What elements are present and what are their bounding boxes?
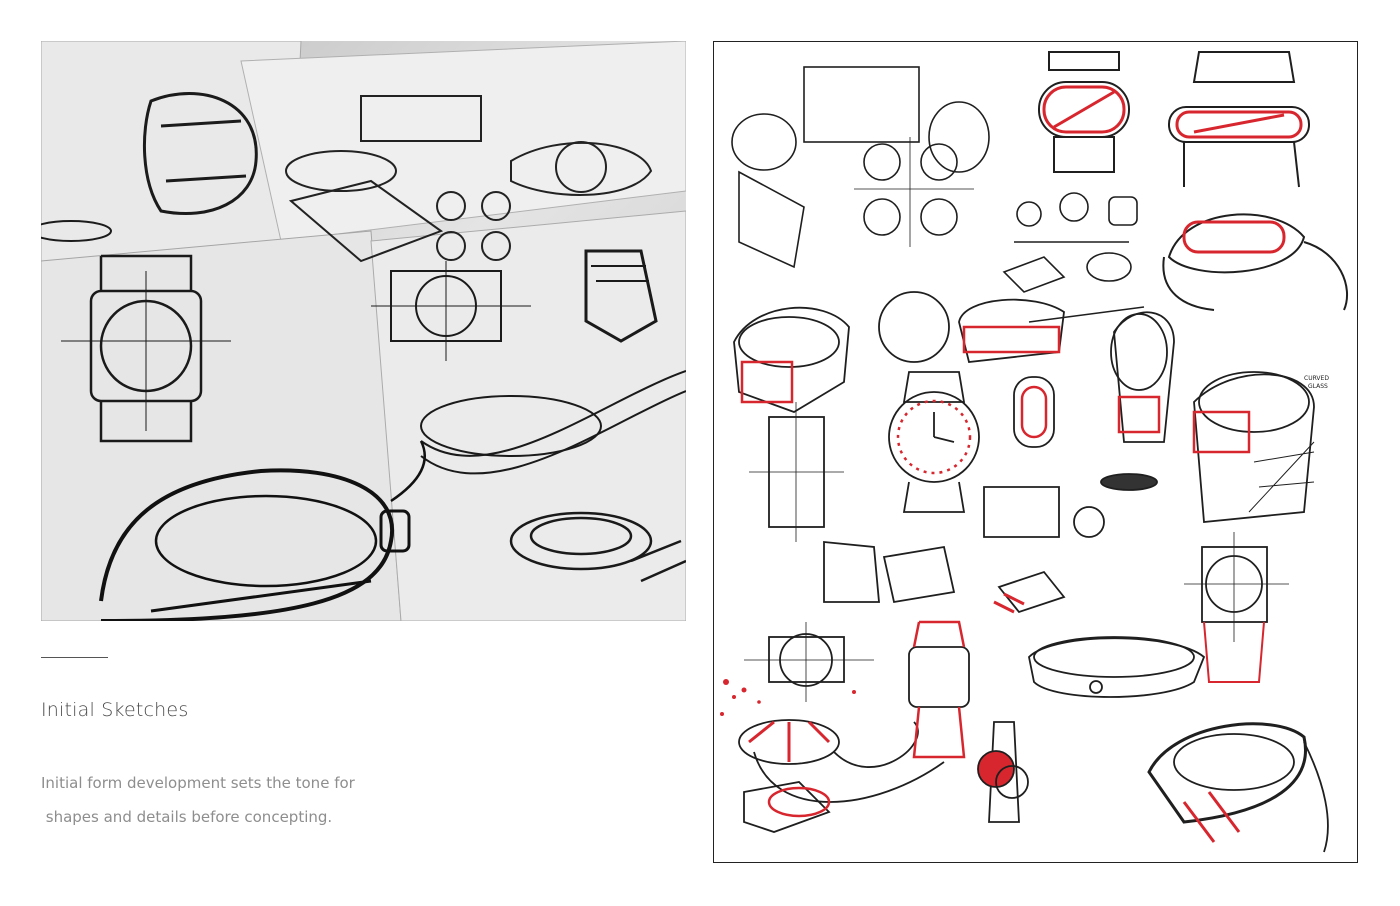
sketch-photo-drawing	[41, 41, 686, 621]
sketch-photo	[41, 41, 686, 621]
sketch-sheet: CURVED GLASS	[713, 41, 1358, 863]
section-title: Initial Sketches	[41, 699, 189, 721]
note-glass: GLASS	[1308, 383, 1328, 390]
divider-rule	[41, 657, 108, 658]
note-curved: CURVED	[1304, 375, 1329, 382]
sketch-sheet-drawing: CURVED GLASS	[720, 51, 1349, 853]
description-line-2: shapes and details before concepting.	[41, 808, 333, 826]
description-line-1: Initial form development sets the tone f…	[41, 774, 355, 792]
section-description: Initial form development sets the tone f…	[41, 766, 421, 834]
